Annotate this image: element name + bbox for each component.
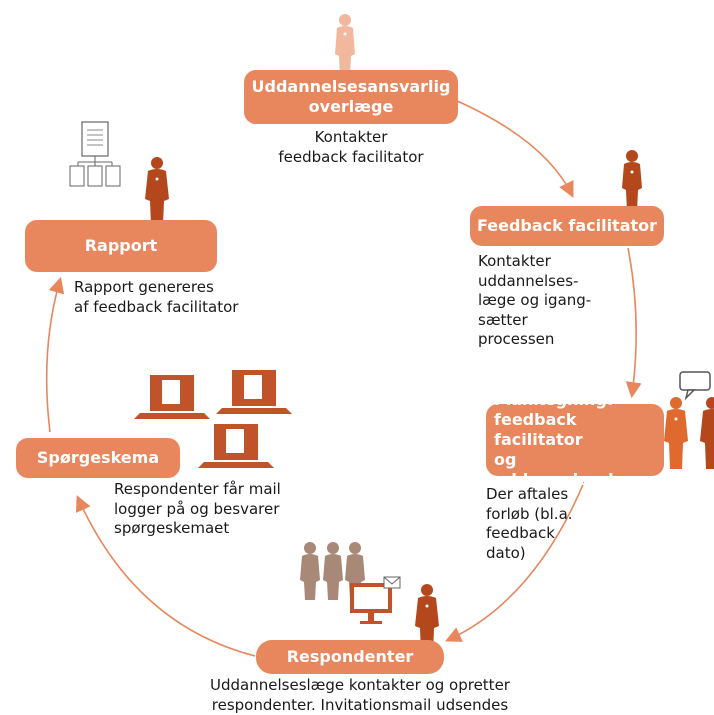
node-facilitator-label: Feedback facilitator bbox=[476, 216, 658, 235]
person-icon bbox=[300, 542, 320, 600]
node-rapport-caption: Rapport genereres af feedback facilitato… bbox=[74, 278, 239, 316]
document-tree-icon bbox=[69, 121, 121, 187]
node-respondenter-caption: Uddannelseslæge kontakter og opretter re… bbox=[210, 676, 510, 714]
node-planlaegning-box: Planlægning: feedback facilitator og udd… bbox=[486, 390, 664, 489]
person-icon bbox=[415, 584, 439, 654]
node-overlaege-label: Uddannelsesansvarlig overlæge bbox=[251, 77, 451, 116]
laptop-icon bbox=[198, 424, 274, 468]
node-planlaegning-label: Planlægning: feedback facilitator og udd… bbox=[494, 390, 653, 489]
speech-bubble-icon bbox=[679, 371, 711, 401]
arrow-facilitator-to-planlaegning bbox=[625, 247, 642, 399]
person-icon bbox=[323, 542, 343, 600]
arrow-spoergeskema-to-rapport bbox=[45, 276, 65, 433]
node-spoergeskema-label: Spørgeskema bbox=[36, 448, 160, 467]
node-overlaege-caption: Kontakter feedback facilitator bbox=[278, 128, 424, 166]
laptop-icon bbox=[134, 375, 210, 419]
mail-monitor-icon bbox=[350, 576, 401, 624]
person-icon bbox=[664, 397, 688, 469]
node-planlaegning-caption: Der aftales forløb (bl.a. feedback dato) bbox=[486, 485, 573, 562]
person-icon bbox=[335, 14, 355, 78]
node-facilitator-caption: Kontakter uddannelses- læge og igang- sæ… bbox=[478, 252, 592, 348]
node-overlaege-box: Uddannelsesansvarlig overlæge bbox=[244, 70, 458, 124]
node-facilitator-box: Feedback facilitator bbox=[470, 206, 664, 246]
node-spoergeskema-box: Spørgeskema bbox=[16, 438, 180, 478]
node-respondenter-box: Respondenter bbox=[256, 640, 444, 674]
node-rapport-label: Rapport bbox=[84, 236, 158, 255]
node-spoergeskema-caption: Respondenter får mail logger på og besva… bbox=[114, 480, 281, 537]
node-rapport-box: Rapport bbox=[25, 220, 217, 272]
person-icon bbox=[622, 150, 642, 212]
node-respondenter-label: Respondenter bbox=[286, 647, 414, 666]
arrow-planlaegning-to-respondenter bbox=[445, 479, 586, 642]
person-icon bbox=[145, 157, 169, 225]
arrow-respondenter-to-spoergeskema bbox=[75, 495, 256, 657]
laptop-icon bbox=[216, 370, 292, 414]
arrow-overlaege-to-facilitator bbox=[454, 99, 574, 198]
person-icon bbox=[700, 397, 714, 469]
